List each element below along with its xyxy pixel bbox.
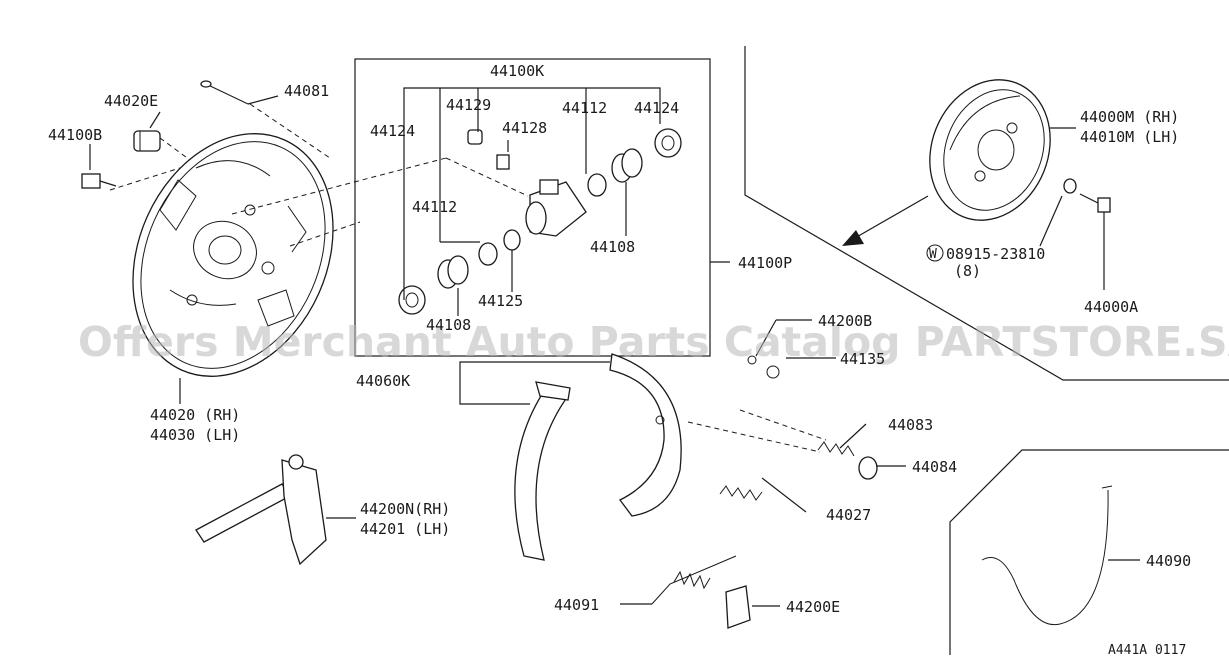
bolt-44100B <box>81 173 117 189</box>
piston-44108-right <box>611 148 643 183</box>
spring-44083 <box>817 441 855 457</box>
label-44125: 44125 <box>478 292 523 310</box>
bleeder-screw-44128 <box>496 154 510 170</box>
label-44100P: 44100P <box>738 254 792 272</box>
spring-44125 <box>503 229 521 251</box>
label-08915-23810: 08915-23810 <box>946 245 1045 263</box>
washer-symbol-icon <box>926 244 944 262</box>
label-44108-left: 44108 <box>426 316 471 334</box>
grommet-44020E <box>133 130 161 152</box>
clip-44200E <box>725 585 751 629</box>
label-44129: 44129 <box>446 96 491 114</box>
label-44010M-lh: 44010M (LH) <box>1080 128 1179 146</box>
label-44112-right: 44112 <box>562 99 607 117</box>
label-44083: 44083 <box>888 416 933 434</box>
wheel-cylinder-body <box>525 179 587 237</box>
spring-44027 <box>719 485 763 501</box>
label-44128: 44128 <box>502 119 547 137</box>
label-44090: 44090 <box>1146 552 1191 570</box>
label-08915-prefix: W <box>929 247 937 262</box>
washer-08915 <box>1063 178 1077 194</box>
label-44201-lh: 44201 (LH) <box>360 520 450 538</box>
clip-44135 <box>747 355 780 379</box>
brake-assembly-inset-frame <box>744 46 1229 381</box>
label-44124-left: 44124 <box>370 122 415 140</box>
bolt-44081 <box>200 80 279 105</box>
boot-44124-left <box>398 285 426 315</box>
label-44091: 44091 <box>554 596 599 614</box>
label-44084: 44084 <box>912 458 957 476</box>
cup-44112-left <box>478 242 498 266</box>
spring-44091 <box>651 555 737 605</box>
label-44112-left: 44112 <box>412 198 457 216</box>
label-44020-rh: 44020 (RH) <box>150 406 240 424</box>
cup-44112-right <box>587 173 607 197</box>
backing-plate <box>132 133 334 377</box>
direction-arrow <box>842 195 929 246</box>
label-44030-lh: 44030 (LH) <box>150 426 240 444</box>
figure-code: A441A 0117 <box>1108 643 1186 658</box>
label-44100B: 44100B <box>48 126 102 144</box>
label-44135: 44135 <box>840 350 885 368</box>
brake-assembly-44000M <box>929 79 1051 221</box>
label-44027: 44027 <box>826 506 871 524</box>
label-44100K: 44100K <box>490 62 544 80</box>
label-44020E: 44020E <box>104 92 158 110</box>
wheel-cylinder-kit-box <box>354 58 711 357</box>
washer-44084 <box>858 456 878 480</box>
label-44108-right: 44108 <box>590 238 635 256</box>
label-44060K: 44060K <box>356 372 410 390</box>
watermark: Offers Merchant Auto Parts Catalog PARTS… <box>78 318 1229 366</box>
adjuster-44200N <box>195 454 327 566</box>
label-44200B: 44200B <box>818 312 872 330</box>
boot-44124-right <box>654 128 682 158</box>
brake-hose-44090 <box>981 485 1113 626</box>
bolt-44000A <box>1079 193 1111 213</box>
bleeder-cap-44129 <box>467 129 483 145</box>
label-08915-qty: (8) <box>954 262 981 280</box>
piston-44108-left <box>437 255 469 289</box>
brake-shoe-front <box>514 381 571 561</box>
label-44124-right: 44124 <box>634 99 679 117</box>
label-44200E: 44200E <box>786 598 840 616</box>
label-44000A: 44000A <box>1084 298 1138 316</box>
label-44200N-rh: 44200N(RH) <box>360 500 450 518</box>
brake-line-inset-frame <box>949 449 1229 655</box>
label-44081: 44081 <box>284 82 329 100</box>
label-44000M-rh: 44000M (RH) <box>1080 108 1179 126</box>
brake-shoe-rear <box>609 353 682 517</box>
leader-lines <box>89 87 1140 607</box>
